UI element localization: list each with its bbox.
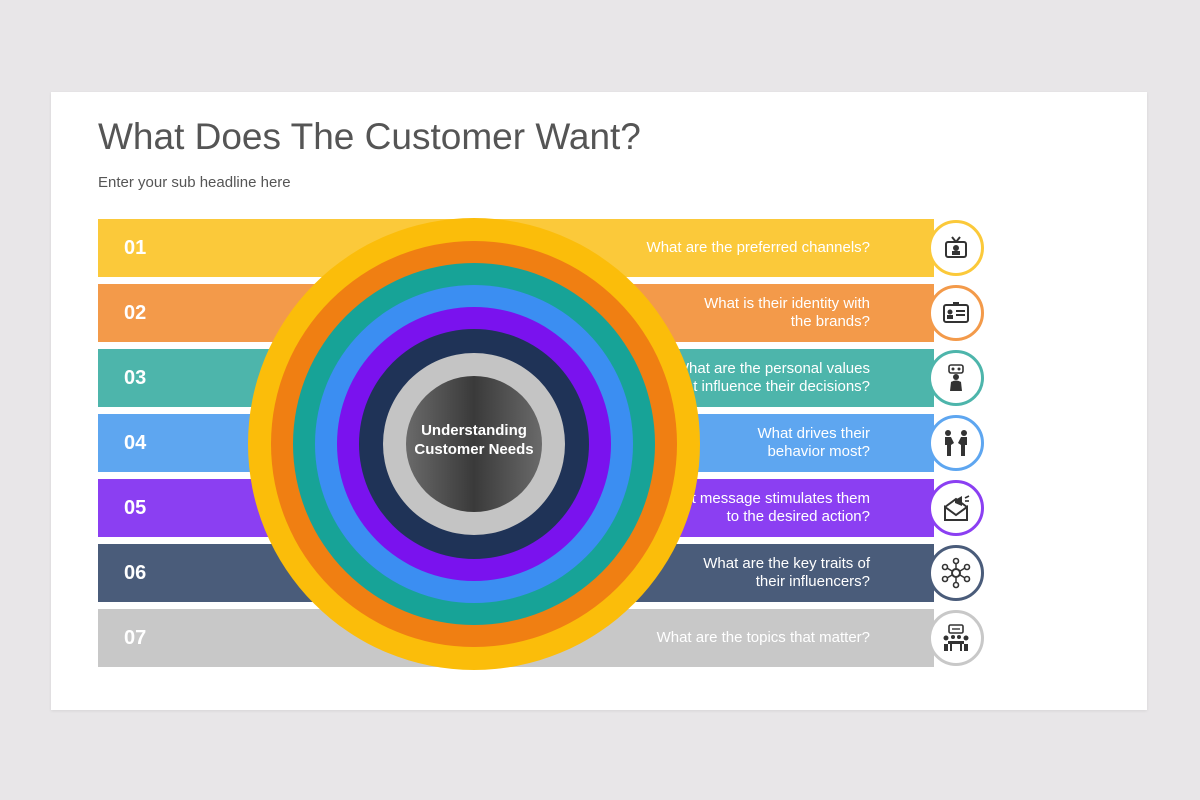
- band-number: 07: [124, 627, 147, 649]
- band-question-line: What are the key traits of: [703, 555, 870, 572]
- band-question-line: their influencers?: [755, 573, 870, 590]
- band-number: 01: [124, 237, 147, 259]
- concentric-rings: Understanding Customer Needs: [248, 218, 700, 670]
- band-number: 03: [124, 367, 147, 389]
- band-question-line: to the desired action?: [726, 508, 870, 525]
- network-icon: [928, 545, 984, 601]
- band-number: 05: [124, 497, 147, 519]
- id-card-icon: [928, 285, 984, 341]
- megaphone-envelope-icon: [928, 480, 984, 536]
- center-label-line-1: Understanding: [421, 422, 527, 439]
- slide: What Does The Customer Want? Enter your …: [51, 92, 1147, 710]
- meeting-icon: [928, 610, 984, 666]
- band-question-line: What are the preferred channels?: [646, 239, 870, 256]
- tv-icon: [928, 220, 984, 276]
- page-subtitle: Enter your sub headline here: [98, 174, 291, 191]
- center-label: Understanding Customer Needs: [248, 421, 700, 459]
- handshake-icon: [928, 415, 984, 471]
- band-number: 04: [124, 432, 147, 454]
- band-question-line: that influence their decisions?: [672, 378, 870, 395]
- band-question-line: What drives their: [757, 425, 870, 442]
- band-question: What are the topics that matter?: [590, 609, 870, 667]
- band-question-line: What are the personal values: [674, 360, 870, 377]
- ring-8: [406, 376, 542, 512]
- center-label-line-2: Customer Needs: [414, 441, 534, 458]
- band-question-line: behavior most?: [767, 443, 870, 460]
- page-title: What Does The Customer Want?: [98, 116, 641, 157]
- band-question: What are the preferred channels?: [590, 219, 870, 277]
- band-question-line: What are the topics that matter?: [656, 629, 870, 646]
- band-question-line: What message stimulates them: [660, 490, 870, 507]
- band-number: 02: [124, 302, 147, 324]
- person-thinking-icon: [928, 350, 984, 406]
- band-number: 06: [124, 562, 147, 584]
- band-question-line: the brands?: [790, 313, 870, 330]
- band-question-line: What is their identity with: [704, 295, 870, 312]
